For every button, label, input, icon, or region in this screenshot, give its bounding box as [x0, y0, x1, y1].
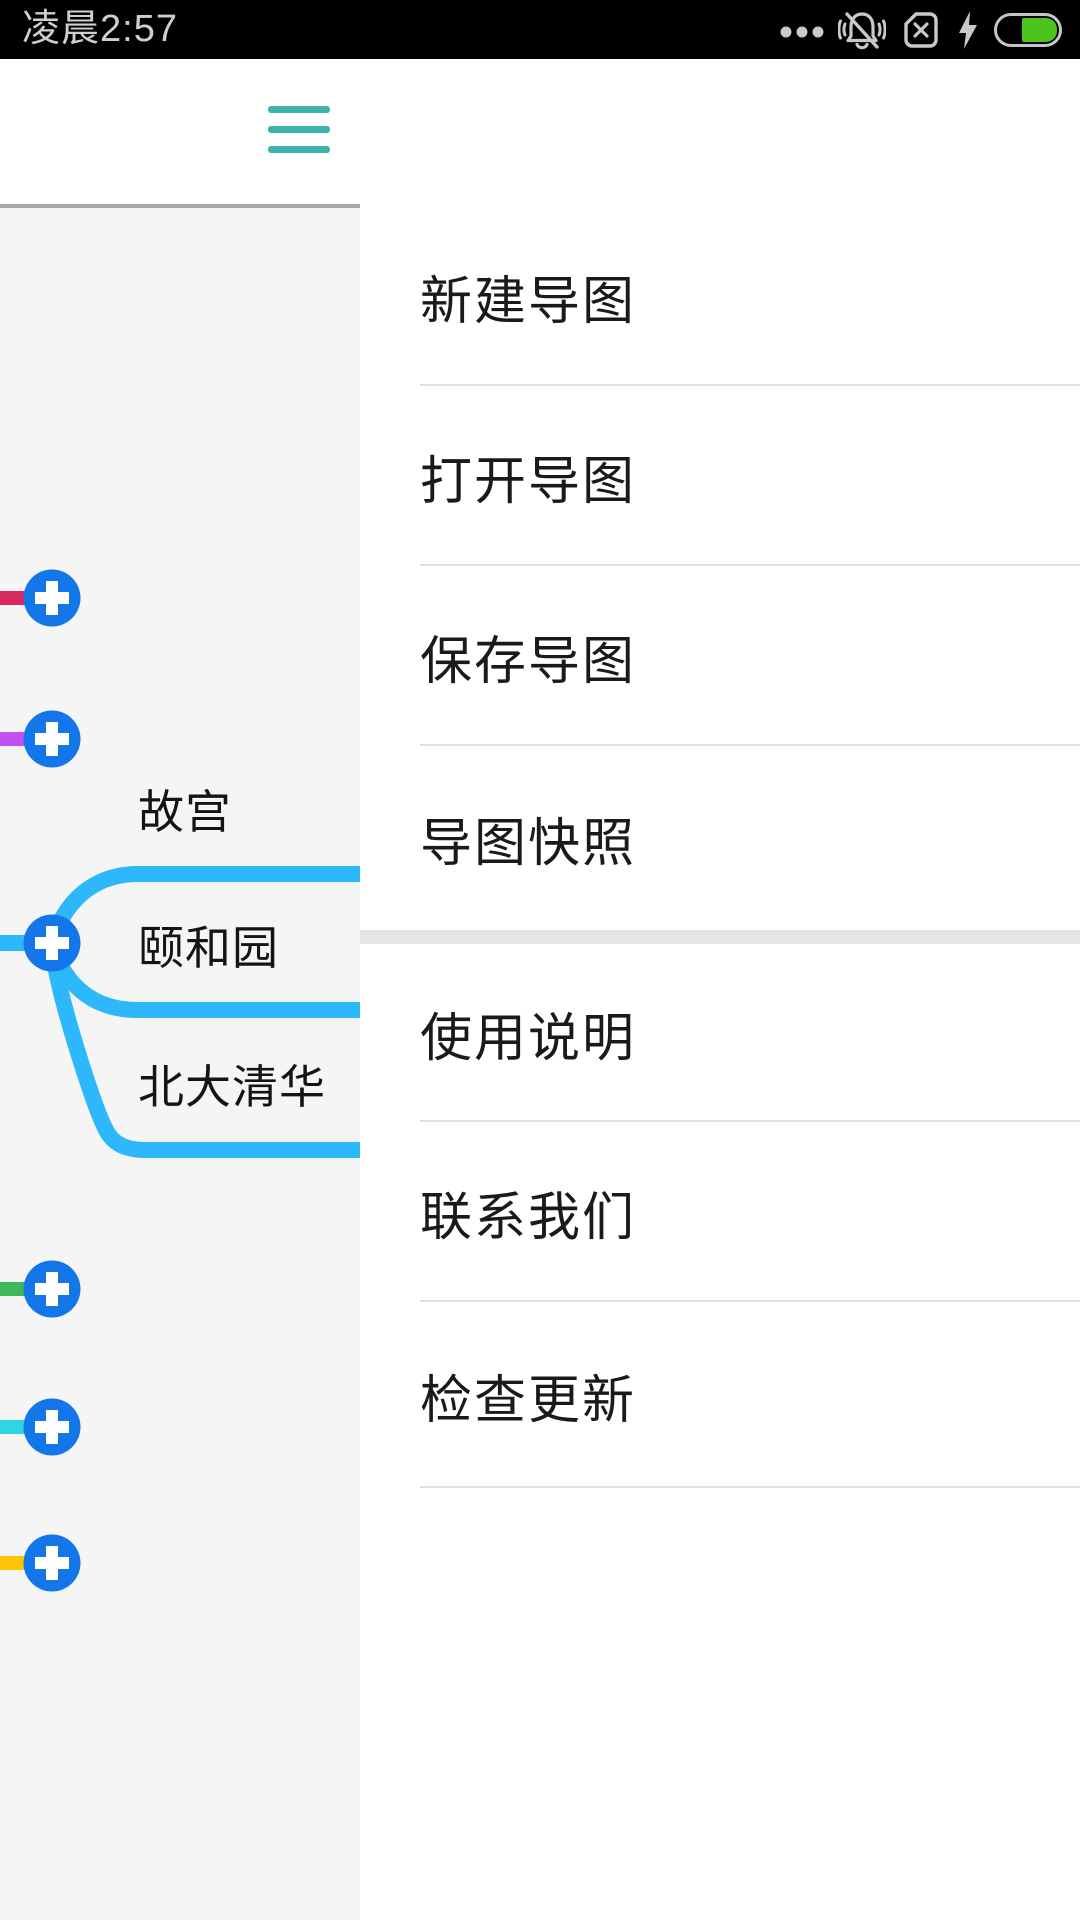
more-notifications-icon	[780, 26, 824, 37]
menu-item-map-snapshot[interactable]: 导图快照	[360, 746, 1080, 930]
no-sim-icon	[904, 11, 938, 48]
branch-beida-line	[47, 957, 360, 1158]
mindmap-node-gugong[interactable]: 故宫	[138, 786, 232, 838]
menu-divider	[420, 564, 1080, 566]
hamburger-icon	[268, 105, 332, 153]
status-bar: 凌晨2:57	[0, 0, 1080, 59]
add-node-button[interactable]	[23, 710, 81, 768]
mute-bell-icon	[838, 11, 886, 49]
menu-section-separator	[360, 930, 1080, 944]
menu-divider	[420, 1486, 1080, 1488]
menu-divider	[420, 744, 1080, 746]
add-node-button[interactable]	[23, 914, 81, 972]
battery-fill	[1022, 17, 1057, 42]
add-node-button[interactable]	[23, 1534, 81, 1592]
add-node-button[interactable]	[23, 1398, 81, 1456]
side-menu: 新建导图 打开导图 保存导图 导图快照 使用说明 联系我们 检查更新	[360, 0, 1080, 1920]
mindmap-branches	[0, 569, 360, 1592]
menu-item-check-update[interactable]: 检查更新	[360, 1302, 1080, 1488]
charging-icon	[959, 10, 977, 49]
menu-item-contact-us[interactable]: 联系我们	[360, 1122, 1080, 1302]
branch-gugong-line	[50, 866, 360, 934]
menu-divider	[420, 1120, 1080, 1122]
menu-item-new-map[interactable]: 新建导图	[360, 206, 1080, 386]
menu-divider	[420, 1300, 1080, 1302]
battery-icon	[994, 12, 1062, 47]
mindmap-node-beida[interactable]: 北大清华	[138, 1061, 326, 1113]
menu-item-open-map[interactable]: 打开导图	[360, 386, 1080, 566]
header-divider	[0, 204, 360, 208]
mindmap-canvas[interactable]: 故宫 颐和园 北大清华	[0, 208, 360, 1920]
mindmap-node-yiheyuan[interactable]: 颐和园	[138, 922, 279, 974]
status-icons	[780, 0, 1062, 59]
menu-item-save-map[interactable]: 保存导图	[360, 566, 1080, 746]
add-node-button[interactable]	[23, 569, 81, 627]
add-node-button[interactable]	[23, 1260, 81, 1318]
menu-item-instructions[interactable]: 使用说明	[360, 944, 1080, 1122]
hamburger-menu-button[interactable]	[268, 105, 332, 153]
clock-text: 凌晨2:57	[22, 8, 178, 50]
menu-divider	[420, 384, 1080, 386]
